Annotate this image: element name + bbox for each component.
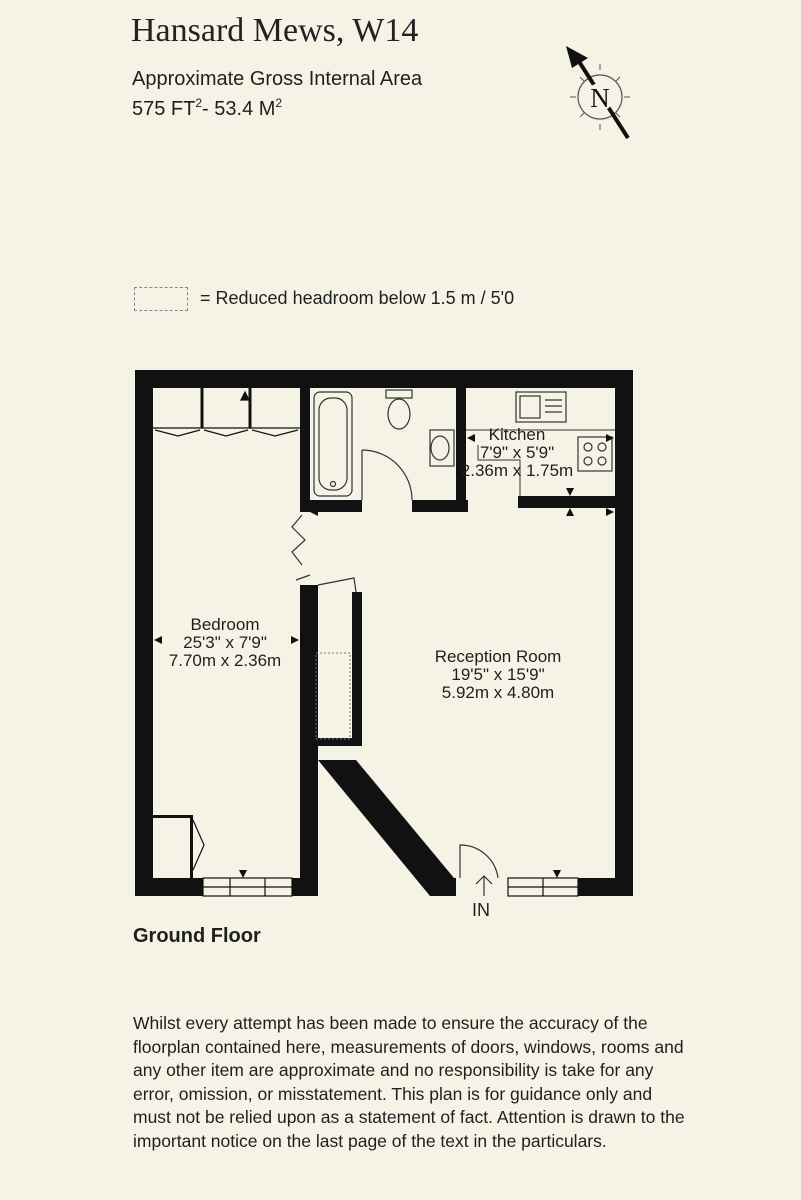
disclaimer-text: Whilst every attempt has been made to en… (133, 1013, 685, 1151)
entrance-label: IN (472, 900, 490, 920)
bath-icon (313, 391, 353, 497)
folding-door (291, 514, 311, 581)
wardrobes (153, 388, 300, 878)
dimension-arrows (154, 434, 614, 878)
reduced-headroom-area (315, 652, 351, 740)
legend-text: = Reduced headroom below 1.5 m / 5'0 (200, 288, 515, 308)
basin-icon (429, 429, 455, 467)
reception-room-label: Reception Room 19'5" x 15'9" 5.92m x 4.8… (434, 647, 562, 702)
toilet-icon (385, 389, 413, 430)
kitchen-door (477, 445, 521, 496)
compass-north-label: N (590, 83, 610, 113)
bedroom-label: Bedroom 25'3" x 7'9" 7.70m x 2.36m (168, 615, 282, 670)
floor-label: Ground Floor (133, 925, 261, 947)
bathroom-door (361, 449, 413, 501)
sink-icon (515, 391, 567, 423)
hob-icon (577, 436, 613, 472)
entrance-arrow-icon (475, 875, 493, 896)
area-caption: Approximate Gross Internal Area (132, 68, 423, 90)
walls (135, 370, 633, 896)
property-title: Hansard Mews, W14 (131, 12, 419, 49)
compass-icon: N (566, 46, 630, 140)
cupboard-door (317, 577, 357, 593)
entrance-door (459, 844, 499, 879)
windows (202, 877, 579, 897)
reduced-headroom-swatch (134, 287, 188, 311)
kitchen-label: Kitchen 7'9" x 5'9" 2.36m x 1.75m (460, 425, 574, 480)
area-value: 575 FT2- 53.4 M2 (132, 96, 283, 120)
